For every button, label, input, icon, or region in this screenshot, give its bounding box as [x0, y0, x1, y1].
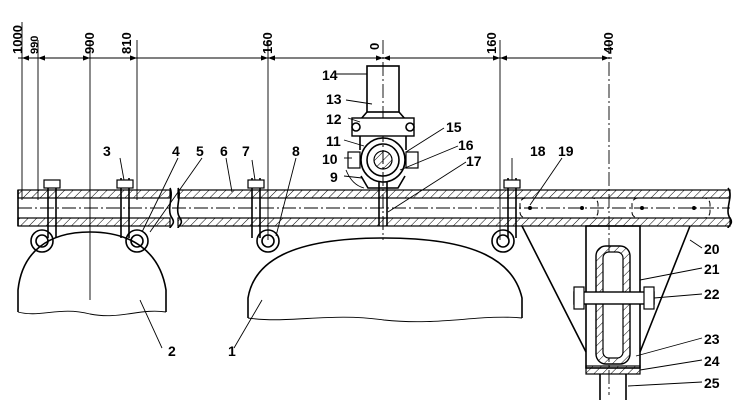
callout-18: 18	[530, 143, 546, 159]
support-1	[247, 237, 523, 323]
support-2	[17, 231, 167, 317]
dimension-160-right: 160	[484, 32, 499, 54]
callout-4: 4	[172, 143, 180, 159]
callout-21: 21	[704, 261, 720, 277]
rollers	[30, 229, 515, 253]
callout-14: 14	[322, 67, 338, 83]
dimension-400: 400	[601, 32, 616, 54]
callout-1: 1	[228, 343, 236, 359]
dimension-line-group	[18, 22, 612, 395]
callout-19: 19	[558, 143, 574, 159]
callout-25: 25	[704, 375, 720, 391]
callout-10: 10	[322, 151, 338, 167]
leader-lines	[119, 73, 703, 387]
wheel-assembly	[521, 225, 691, 400]
dimension-160-left: 160	[260, 32, 275, 54]
u-bolts	[43, 178, 521, 238]
callout-24: 24	[704, 353, 720, 369]
callout-13: 13	[326, 91, 342, 107]
callouts: 1 2 3 4 5 6 7 8 9 10 11 12 13 14 15 16 1…	[103, 67, 720, 391]
dimension-990: 990	[29, 36, 41, 54]
callout-11: 11	[326, 133, 341, 149]
callout-15: 15	[446, 119, 462, 135]
callout-2: 2	[168, 343, 176, 359]
callout-3: 3	[103, 143, 111, 159]
callout-20: 20	[704, 241, 720, 257]
callout-8: 8	[292, 143, 300, 159]
dimension-0: 0	[367, 43, 382, 50]
dimension-1000: 1000	[10, 25, 25, 54]
center-clamp	[345, 62, 419, 232]
dimension-labels: 1000 990 900 810 160 0 160 400	[10, 25, 616, 54]
callout-16: 16	[458, 137, 474, 153]
beam	[17, 187, 733, 229]
callout-23: 23	[704, 331, 720, 347]
callout-12: 12	[326, 111, 342, 127]
dimension-900: 900	[82, 32, 97, 54]
callout-5: 5	[196, 143, 204, 159]
callout-7: 7	[242, 143, 250, 159]
dimension-810: 810	[119, 32, 134, 54]
callout-22: 22	[704, 286, 720, 302]
callout-17: 17	[466, 153, 482, 169]
callout-6: 6	[220, 143, 228, 159]
callout-9: 9	[330, 169, 338, 185]
